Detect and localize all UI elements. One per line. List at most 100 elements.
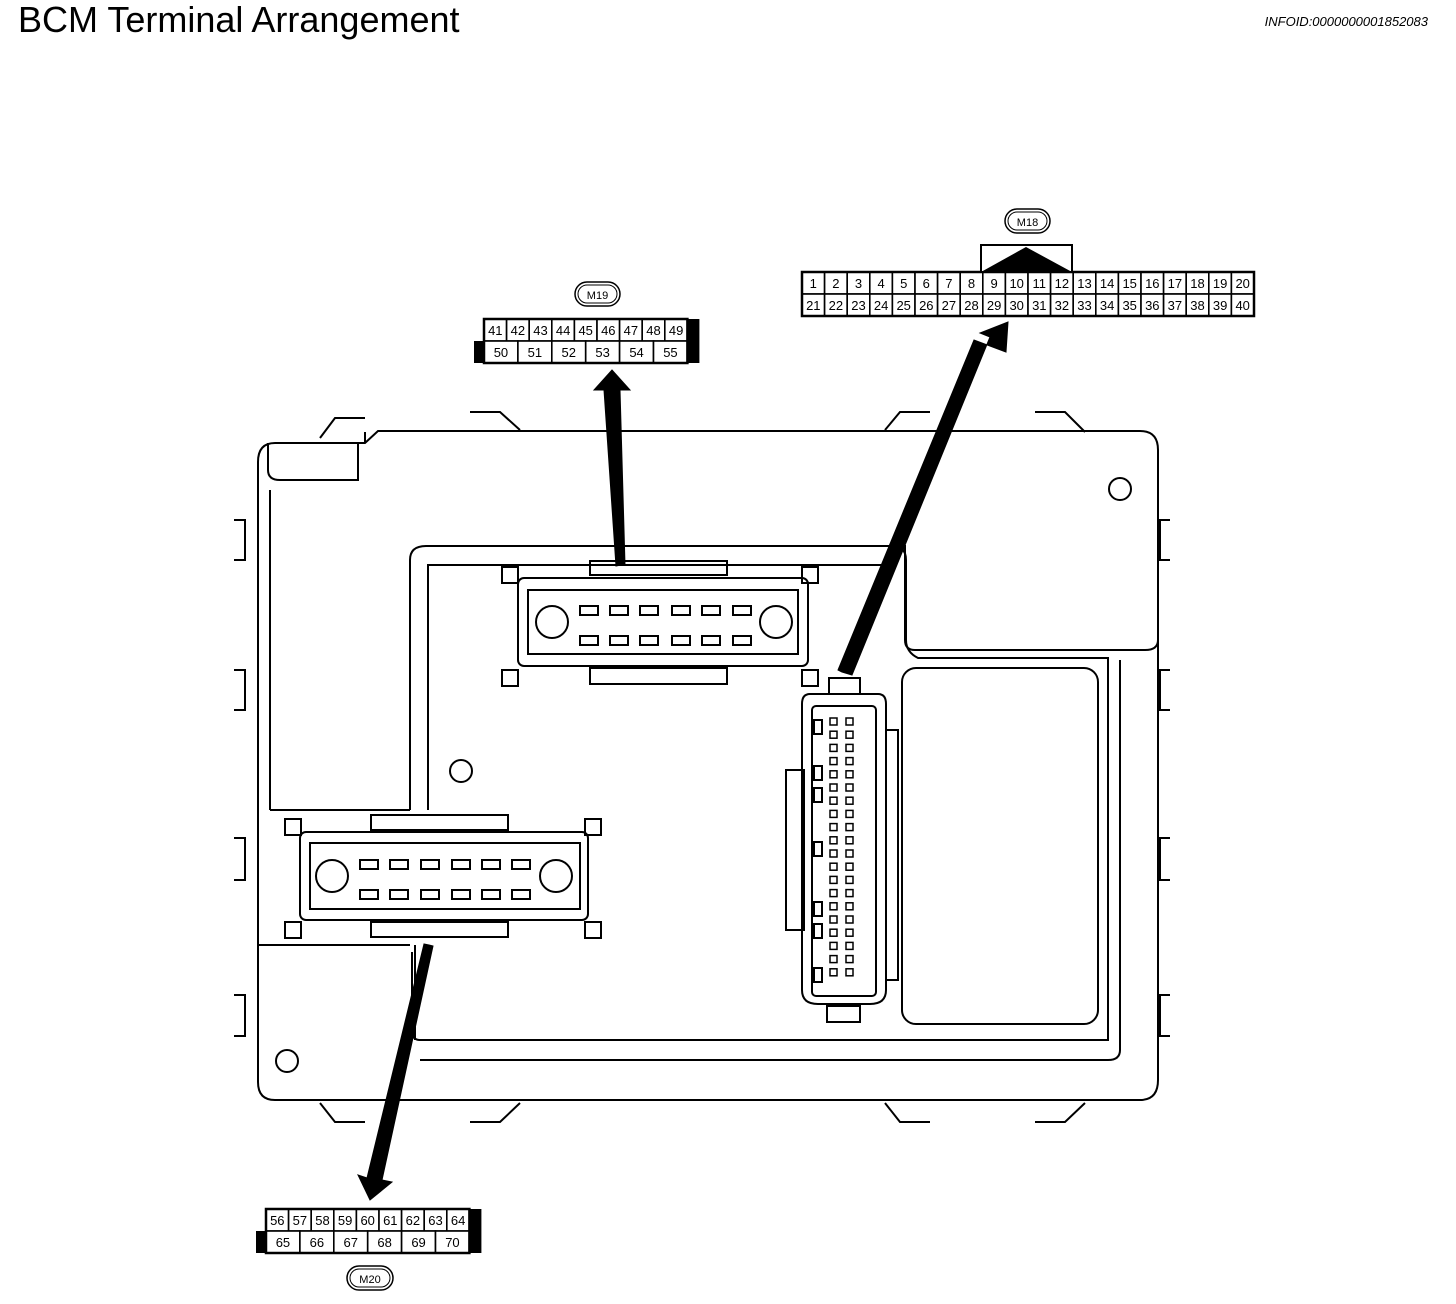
pin-slot <box>845 875 854 885</box>
pin-slot <box>829 941 838 951</box>
pin-slot <box>845 954 854 964</box>
terminal-number: 33 <box>1077 298 1091 313</box>
pin-slot <box>829 902 838 911</box>
pin-slot <box>845 743 854 753</box>
terminal-number: 67 <box>344 1235 358 1250</box>
m19-arrow <box>592 369 632 567</box>
terminal-number: 68 <box>377 1235 391 1250</box>
terminal-number: 21 <box>806 298 820 313</box>
terminal-number: 56 <box>270 1213 284 1228</box>
terminal-number: 54 <box>629 345 643 360</box>
m19-label-badge: M19 <box>574 281 621 307</box>
pin-slot <box>829 968 838 977</box>
terminal-number: 20 <box>1235 276 1249 291</box>
terminal-number: 53 <box>595 345 609 360</box>
m18-label: M18 <box>1017 217 1038 229</box>
terminal-number: 8 <box>968 276 975 291</box>
terminal-number: 31 <box>1032 298 1046 313</box>
terminal-number: 40 <box>1235 298 1249 313</box>
pin-slot <box>845 796 854 805</box>
pin-slot <box>845 915 854 924</box>
terminal-number: 14 <box>1100 276 1114 291</box>
pin-slot <box>829 730 838 739</box>
pin-slot <box>829 849 838 858</box>
terminal-number: 27 <box>942 298 956 313</box>
terminal-number: 3 <box>855 276 862 291</box>
pin-slot <box>845 849 854 858</box>
end-tab <box>687 319 700 363</box>
m18-label-badge: M18 <box>1004 208 1051 234</box>
info-id: INFOID:0000000001852083 <box>1264 14 1428 29</box>
terminal-number: 29 <box>987 298 1001 313</box>
pin-slot <box>845 717 854 726</box>
terminal-number: 30 <box>1009 298 1023 313</box>
pin-slot <box>845 730 854 739</box>
terminal-number: 1 <box>810 276 817 291</box>
terminal-number: 37 <box>1168 298 1182 313</box>
pin-slot <box>845 822 854 832</box>
pin-slot <box>845 783 854 792</box>
terminal-number: 50 <box>494 345 508 360</box>
terminal-number: 15 <box>1122 276 1136 291</box>
terminal-number: 55 <box>663 345 677 360</box>
terminal-number: 39 <box>1213 298 1227 313</box>
terminal-number: 48 <box>646 323 660 338</box>
m20-socket <box>284 814 602 939</box>
pin-slot <box>845 902 854 911</box>
terminal-number: 34 <box>1100 298 1114 313</box>
pin-slot <box>829 928 838 937</box>
pin-slot <box>829 862 838 871</box>
pin-slot <box>845 756 854 766</box>
pin-slot <box>845 888 854 898</box>
m20-arrow <box>357 943 434 1201</box>
terminal-number: 45 <box>578 323 592 338</box>
terminal-number: 18 <box>1190 276 1204 291</box>
terminal-number: 42 <box>511 323 525 338</box>
terminal-number: 65 <box>276 1235 290 1250</box>
pin-slot <box>829 783 838 792</box>
terminal-number: 5 <box>900 276 907 291</box>
pin-slot <box>829 888 838 898</box>
terminal-number: 9 <box>990 276 997 291</box>
pin-slot <box>845 928 854 937</box>
terminal-number: 62 <box>406 1213 420 1228</box>
pin-slot <box>845 862 854 871</box>
pin-slot <box>845 941 854 951</box>
terminal-number: 46 <box>601 323 615 338</box>
terminal-number: 13 <box>1077 276 1091 291</box>
pin-slot <box>829 717 838 726</box>
terminal-number: 26 <box>919 298 933 313</box>
arrows <box>357 321 1009 1201</box>
terminal-number: 51 <box>528 345 542 360</box>
terminal-number: 57 <box>293 1213 307 1228</box>
pin-slot <box>829 836 838 845</box>
terminal-number: 64 <box>451 1213 465 1228</box>
pin-slot <box>829 954 838 964</box>
terminal-number: 4 <box>877 276 884 291</box>
m18-pin-grid <box>829 717 854 977</box>
terminal-number: 24 <box>874 298 888 313</box>
terminal-number: 47 <box>624 323 638 338</box>
page-title: BCM Terminal Arrangement <box>18 0 460 40</box>
end-tab <box>469 1209 482 1253</box>
terminal-number: 43 <box>533 323 547 338</box>
m20-label-badge: M20 <box>346 1265 394 1291</box>
terminal-number: 63 <box>428 1213 442 1228</box>
terminal-number: 10 <box>1009 276 1023 291</box>
terminal-number: 44 <box>556 323 570 338</box>
pin-slot <box>845 770 854 779</box>
bcm-housing <box>234 411 1170 1123</box>
terminal-number: 60 <box>360 1213 374 1228</box>
terminal-number: 36 <box>1145 298 1159 313</box>
terminal-number: 25 <box>896 298 910 313</box>
terminal-number: 49 <box>669 323 683 338</box>
pin-slot <box>829 796 838 805</box>
m18-key-indicator <box>980 244 1073 273</box>
terminal-number: 41 <box>488 323 502 338</box>
end-tab <box>474 341 484 363</box>
terminal-number: 17 <box>1168 276 1182 291</box>
pin-slot <box>845 809 854 819</box>
